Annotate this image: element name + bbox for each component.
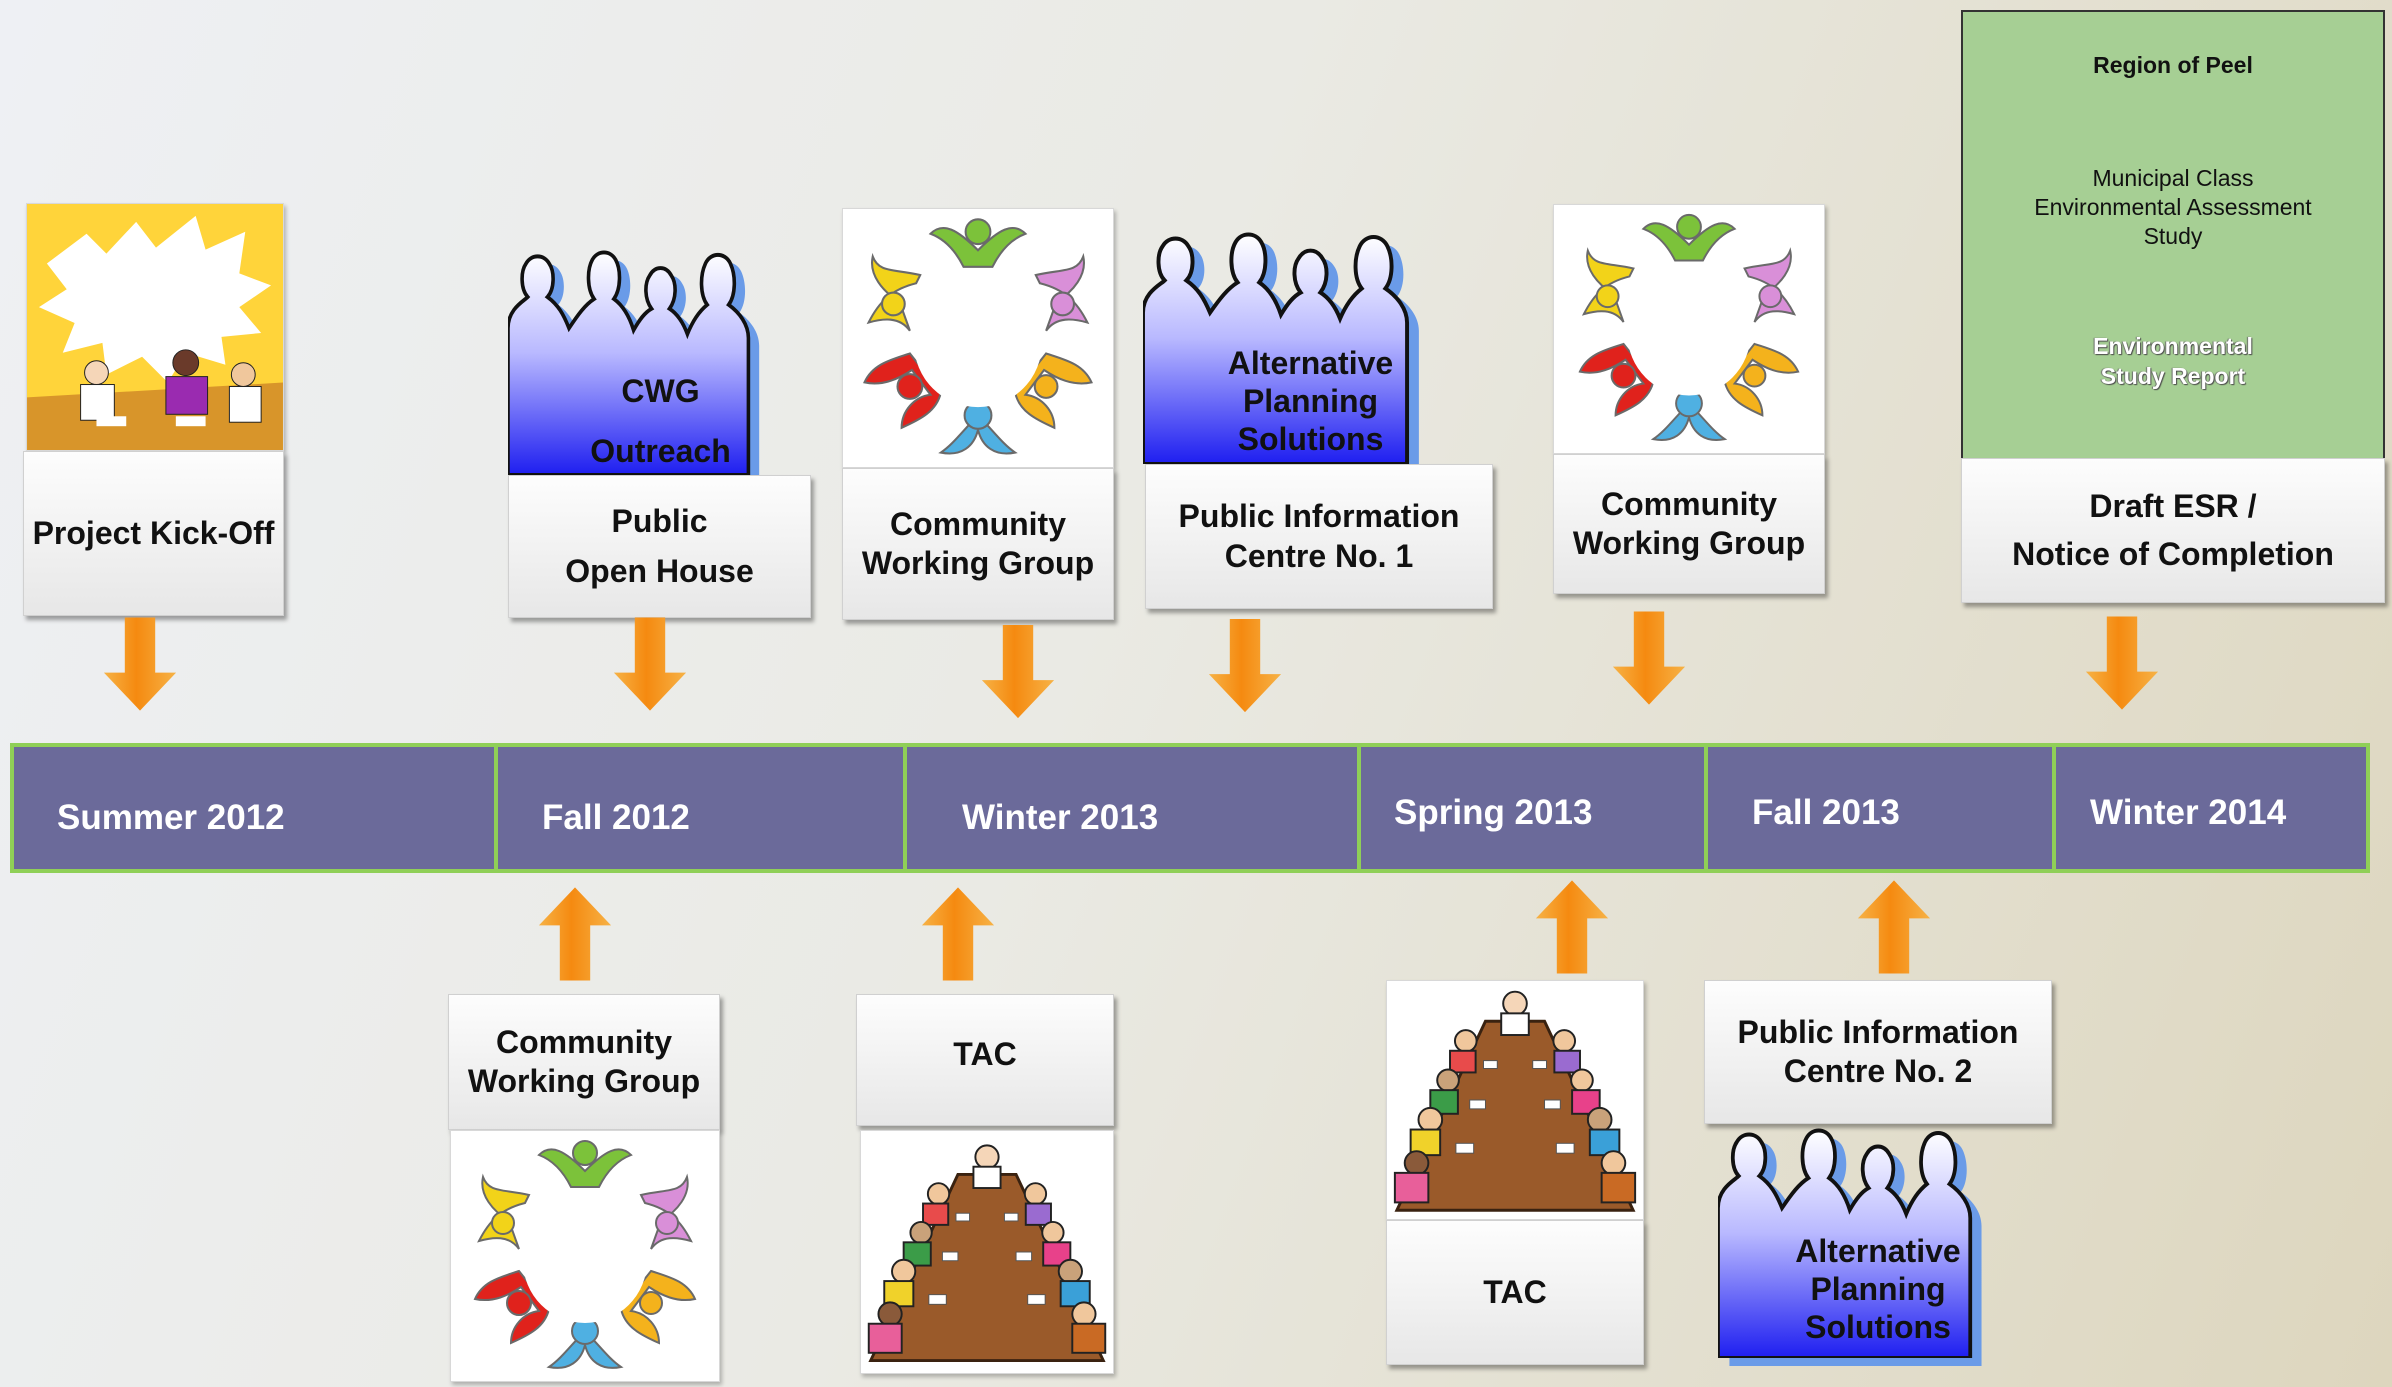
community-ring-icon: [843, 209, 1113, 467]
esr-cover-study-line: Environmental Assessment: [2034, 193, 2312, 220]
arrow-up-icon: [1856, 872, 1932, 980]
esr-cover-study-line: Study: [2143, 222, 2203, 249]
group-text-line: Solutions: [1805, 1309, 1951, 1345]
arrow-up-icon: [537, 872, 613, 994]
community-ring-icon: [1554, 205, 1824, 453]
kickoff-picture: [26, 203, 284, 451]
arrow-up-icon: [920, 872, 996, 994]
event-tac-spring: TAC: [1386, 1220, 1644, 1365]
tac-winter-picture: [860, 1130, 1114, 1374]
timeline-divider: [903, 747, 907, 869]
cwg-outreach-group: CWG Outreach: [508, 250, 813, 475]
arrow-up-icon: [1534, 872, 1610, 980]
group-text-line: Planning: [1242, 383, 1379, 419]
event-label-line: Open House: [565, 552, 754, 589]
arrow-down-icon: [1207, 608, 1283, 725]
esr-cover-study: Municipal Class Environmental Assessment…: [1963, 164, 2383, 250]
arrow-down-icon: [980, 620, 1056, 725]
event-pic-2: Public Information Centre No. 2: [1704, 980, 2052, 1124]
event-public-open-house: Public Open House: [508, 475, 811, 618]
event-label-line: Working Group: [1572, 525, 1806, 561]
esr-cover-document: Region of Peel Municipal Class Environme…: [1961, 10, 2385, 462]
group-text-line: Solutions: [1237, 421, 1384, 457]
event-label-line: Centre No. 2: [1783, 1053, 1973, 1089]
esr-cover-report: Environmental Study Report: [1963, 332, 2383, 392]
timeline-bar: Summer 2012 Fall 2012 Winter 2013 Spring…: [10, 743, 2370, 873]
group-text-line: CWG: [621, 373, 700, 409]
event-label-line: Public Information: [1178, 498, 1460, 535]
event-label-line: Notice of Completion: [2012, 535, 2334, 572]
arrow-down-icon: [102, 617, 178, 713]
tac-spring-picture: [1386, 980, 1644, 1220]
event-label: TAC: [1483, 1273, 1547, 1310]
event-cwg-spring: Community Working Group: [1553, 454, 1825, 594]
timeline-period-summer-2012: Summer 2012: [57, 798, 285, 837]
timeline-period-winter-2013: Winter 2013: [962, 798, 1159, 837]
community-ring-icon: [451, 1131, 719, 1381]
timeline-divider: [1357, 747, 1361, 869]
arrow-down-icon: [1611, 594, 1687, 724]
event-pic-1: Public Information Centre No. 1: [1145, 464, 1493, 609]
timeline-divider: [1704, 747, 1708, 869]
arrow-down-icon: [612, 617, 688, 713]
group-text-line: Planning: [1810, 1271, 1946, 1307]
event-label-line: Public Information: [1737, 1013, 2019, 1050]
meeting-table-icon: [1387, 981, 1643, 1219]
aps-2-group: Alternative Planning Solutions: [1718, 1128, 2038, 1358]
timeline-period-fall-2012: Fall 2012: [542, 798, 690, 837]
meeting-speech-bubble-icon: [27, 204, 283, 450]
event-label-line: Working Group: [467, 1063, 701, 1099]
event-label-line: Community: [890, 505, 1066, 542]
event-label-line: Community: [1601, 485, 1777, 522]
esr-cover-study-line: Municipal Class: [2092, 165, 2254, 191]
event-draft-esr: Draft ESR / Notice of Completion: [1961, 458, 2385, 603]
esr-cover-report-line: Environmental: [2093, 333, 2253, 359]
event-label-line: Public: [611, 503, 708, 540]
event-label-line: Working Group: [861, 545, 1095, 581]
event-label: Project Kick-Off: [32, 514, 275, 551]
event-tac-winter: TAC: [856, 994, 1114, 1126]
timeline-divider: [494, 747, 498, 869]
cwg-fall-2012-picture: [450, 1130, 720, 1382]
arrow-down-icon: [2084, 603, 2160, 725]
cwg-winter-picture: [842, 208, 1114, 468]
event-cwg-winter: Community Working Group: [842, 468, 1114, 620]
esr-cover-report-line: Study Report: [2100, 362, 2246, 389]
event-label-line: Centre No. 1: [1224, 537, 1414, 574]
group-text-line: Alternative: [1795, 1233, 1961, 1269]
event-label: TAC: [953, 1036, 1017, 1072]
timeline-period-spring-2013: Spring 2013: [1394, 793, 1593, 832]
timeline-divider: [2052, 747, 2056, 869]
event-label-line: Community: [496, 1023, 672, 1060]
meeting-table-icon: [861, 1131, 1113, 1373]
timeline-period-fall-2013: Fall 2013: [1752, 793, 1900, 832]
timeline-period-winter-2014: Winter 2014: [2090, 793, 2287, 832]
cwg-spring-picture: [1553, 204, 1825, 454]
group-text-line: Alternative: [1227, 345, 1394, 381]
esr-cover-org: Region of Peel: [2093, 52, 2253, 78]
event-project-kickoff: Project Kick-Off: [23, 451, 284, 616]
event-label-line: Draft ESR /: [2089, 488, 2257, 525]
event-cwg-fall-2012: Community Working Group: [448, 994, 720, 1130]
group-text-line: Outreach: [590, 433, 731, 469]
aps-1-group: Alternative Planning Solutions: [1143, 232, 1478, 464]
